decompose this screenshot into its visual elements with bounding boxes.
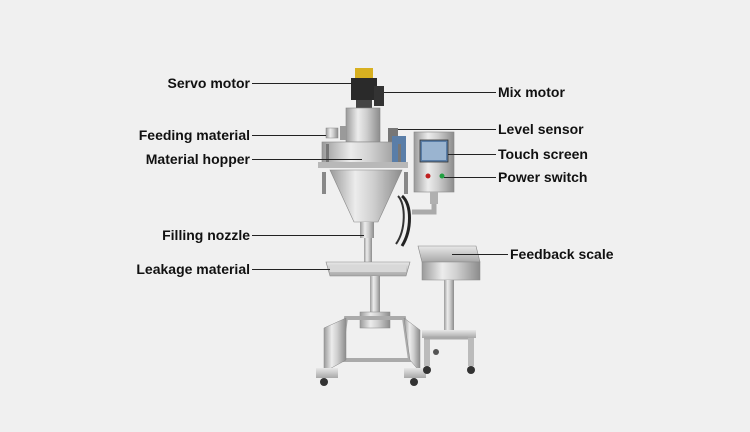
label-filling-nozzle: Filling nozzle [162,227,250,243]
feeding-material-part [325,107,398,143]
leader-servo-motor [252,83,352,84]
leader-feeding-material [252,135,326,136]
leader-leakage-material [252,269,330,270]
leader-material-hopper [252,159,362,160]
label-mix-motor: Mix motor [498,84,565,100]
label-feedback-scale: Feedback scale [510,246,614,262]
label-leakage-material: Leakage material [136,261,250,277]
leader-touch-screen [448,154,496,155]
leader-level-sensor [398,129,496,130]
feedback-scale-part [417,245,481,374]
label-power-switch: Power switch [498,169,588,185]
label-touch-screen: Touch screen [498,146,588,162]
leakage-tray-part [325,261,411,277]
mix-motor-part [374,86,384,106]
filling-nozzle-part [364,238,372,262]
leader-mix-motor [384,92,496,93]
leader-feedback-scale [452,254,508,255]
label-level-sensor: Level sensor [498,121,584,137]
label-servo-motor: Servo motor [167,75,250,91]
label-feeding-material: Feeding material [138,127,250,143]
hopper-cone-part [322,169,408,238]
material-hopper-part [318,136,408,168]
label-material-hopper: Material hopper [145,151,250,167]
leader-power-switch [444,177,496,178]
leader-filling-nozzle [252,235,364,236]
control-box-part [412,131,455,215]
cable-part [400,194,411,247]
servo-motor-part [351,68,377,110]
machine-base-part [316,276,426,386]
